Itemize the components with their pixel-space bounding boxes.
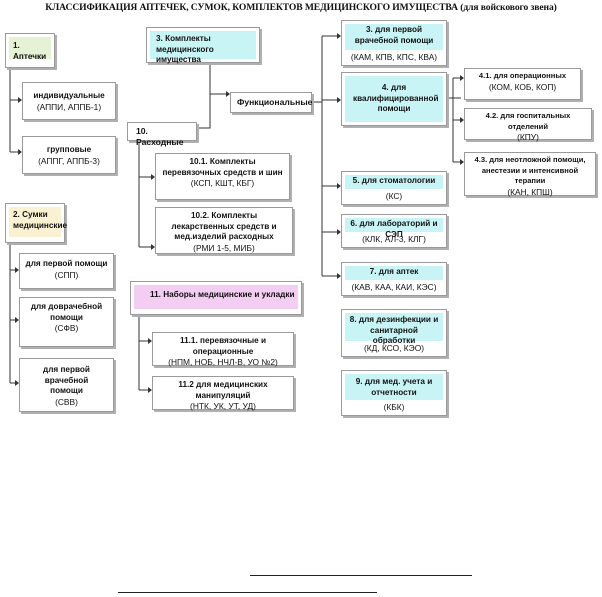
signature-line-2 [118, 592, 377, 593]
k111-codes: (НПМ, НОБ, НЧЛ-В, УО №2) [168, 357, 278, 367]
signature-line-1 [250, 575, 472, 576]
k102-box: 10.2. Комплекты лекарственных средств и … [155, 207, 293, 254]
aptechki-label: 1. Аптечки [13, 41, 47, 61]
sumki-box: 2. Сумки медицинские [5, 203, 68, 243]
k112-box: 11.2 для медицинских манипуляций (НТК, У… [152, 376, 294, 411]
svv-codes: (СВВ) [55, 396, 78, 407]
group-box: групповые (АППГ, АППБ-3) [22, 136, 116, 174]
f41-codes: (КОМ, КОБ, КОП) [488, 81, 557, 92]
f7-codes: (КАВ, КАА, КАИ, КЭС) [351, 282, 437, 292]
group-codes: (АППГ, АППБ-3) [38, 155, 100, 166]
k111-label: 11.1. перевязочные и операционные [179, 336, 266, 356]
f3-box: 3. для первой врачебной помощи (КАМ, КПВ… [341, 20, 447, 66]
f42-label: 4.2. для госпитальных отделений [485, 111, 571, 131]
k112-codes: (НТК, УК, УТ, УД) [190, 401, 256, 411]
f8-label: 8. для дезинфекции и санитарной обработк… [349, 315, 439, 345]
f9-codes: (КБК) [383, 402, 405, 412]
f5-box: 5. для стоматологии (КС) [341, 171, 447, 205]
nabory-box: 11. Наборы медицинские и укладки [130, 281, 302, 315]
page-title: КЛАССИФИКАЦИЯ АПТЕЧЕК, СУМОК, КОМПЛЕКТОВ… [45, 2, 557, 13]
rashod-box: 10. Расходные [127, 122, 197, 147]
komplekty-label: 3. Комплекты медицинского имущества [156, 34, 214, 64]
f4-box: 4. для квалифицированной помощи [341, 72, 447, 126]
f42-box: 4.2. для госпитальных отделений (КПУ) [464, 108, 592, 142]
k102-codes: (РМИ 1-5, МИБ) [193, 242, 255, 253]
k112-label: 11.2 для медицинских манипуляций [178, 380, 268, 400]
f43-codes: (КАН, КПШ) [507, 186, 553, 197]
f3-label: 3. для первой врачебной помощи [354, 25, 434, 45]
f4-label: 4. для квалифицированной помощи [353, 83, 439, 113]
f8-codes: (КД, КСО, КЭО) [363, 343, 424, 353]
spp-codes: (СПП) [54, 269, 79, 280]
f9-label: 9. для мед. учета и отчетности [355, 377, 433, 397]
spp-label: для первой помощи [25, 259, 108, 268]
k102-label: 10.2. Комплекты лекарственных средств и … [171, 211, 277, 241]
f7-box: 7. для аптек (КАВ, КАА, КАИ, КЭС) [341, 262, 447, 296]
k111-box: 11.1. перевязочные и операционные (НПМ, … [152, 332, 294, 367]
svv-box: для первой врачебной помощи (СВВ) [19, 358, 114, 412]
f7-label: 7. для аптек [369, 267, 419, 276]
f43-box: 4.3. для неотложной помощи, анестезии и … [464, 152, 596, 197]
f8-box: 8. для дезинфекции и санитарной обработк… [341, 309, 447, 357]
nabory-label: 11. Наборы медицинские и укладки [150, 290, 295, 299]
funk-box: Функциональные [230, 92, 312, 113]
komplekty-box: 3. Комплекты медицинского имущества [146, 27, 260, 64]
f5-label: 5. для стоматологии [352, 176, 436, 185]
sfv-codes: (СФВ) [54, 323, 79, 333]
individ-label: индивидуальные [33, 91, 105, 100]
sfv-box: для доврачебной помощи (СФВ) [19, 297, 114, 347]
f41-box: 4.1. для операционных (КОМ, КОБ, КОП) [464, 68, 581, 100]
funk-label: Функциональные [237, 97, 313, 107]
svv-label: для первой врачебной помощи [43, 365, 90, 395]
sfv-label: для доврачебной помощи [30, 302, 103, 322]
k101-label: 10.1. Комплекты перевязочных средств и ш… [162, 157, 283, 177]
f5-codes: (КС) [385, 191, 403, 201]
individ-codes: (АППИ, АППБ-1) [36, 101, 102, 112]
f6-codes: (КЛК, АЛ-3, КЛГ) [362, 234, 426, 244]
f42-codes: (КПУ) [517, 132, 539, 142]
f6-box: 6. для лабораторий и СЭП (КЛК, АЛ-3, КЛГ… [341, 214, 447, 248]
k101-box: 10.1. Комплекты перевязочных средств и ш… [155, 153, 290, 200]
f3-codes: (КАМ, КПВ, КПС, КВА) [350, 52, 438, 62]
rashod-label: 10. Расходные [136, 126, 184, 147]
f43-label: 4.3. для неотложной помощи, анестезии и … [474, 155, 586, 185]
sumki-label: 2. Сумки медицинские [13, 210, 68, 230]
f9-box: 9. для мед. учета и отчетности (КБК) [341, 370, 447, 416]
individ-box: индивидуальные (АППИ, АППБ-1) [22, 82, 116, 120]
k101-codes: (КСП, КШТ, КБГ) [190, 178, 255, 188]
f6-label: 6. для лабораторий и СЭП [350, 219, 438, 239]
group-label: групповые [46, 145, 92, 154]
f41-label: 4.1. для операционных [478, 71, 567, 80]
spp-box: для первой помощи (СПП) [19, 253, 114, 289]
aptechki-box: 1. Аптечки [5, 33, 55, 68]
